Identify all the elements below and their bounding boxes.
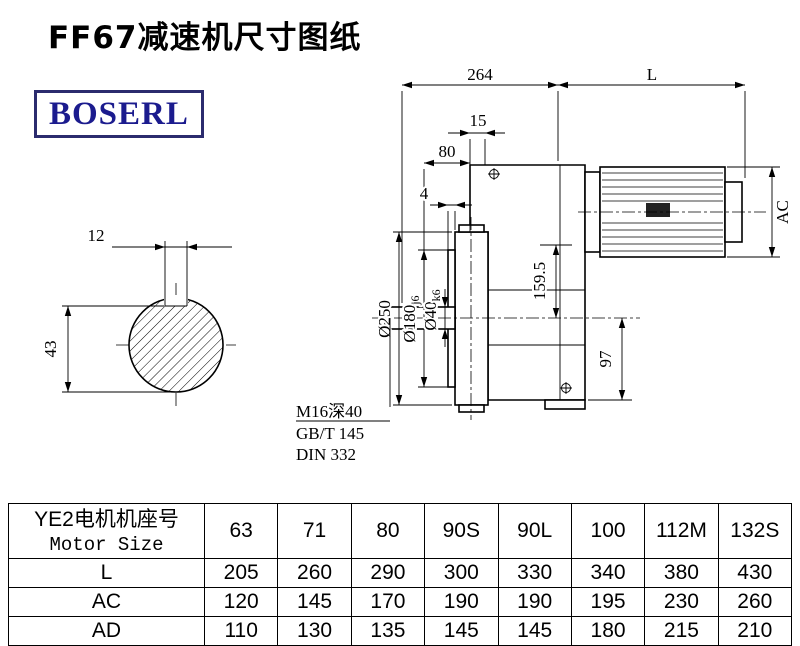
keyway-lines [164, 241, 188, 307]
table-row-l: L 205 260 290 300 330 340 380 430 [8, 558, 793, 588]
table-cell: 135 [350, 616, 426, 646]
table-cell: 205 [203, 558, 279, 588]
dimension-lines: 264 L 15 80 4 AC 159.5 97 [373, 63, 794, 406]
table-cell: 130 [277, 616, 352, 646]
motor-size-table: YE2电机机座号 Motor Size 63 71 80 90S 90L 100… [8, 503, 793, 646]
table-cell: 190 [497, 587, 572, 617]
table-row-ac: AC 120 145 170 190 190 195 230 260 [8, 587, 793, 617]
table-cell: 190 [424, 587, 499, 617]
row-label-ac: AC [8, 587, 205, 617]
dim-4-label: 4 [420, 184, 429, 203]
dim-spigot-tol: j6 [408, 295, 422, 305]
row-label-l: L [8, 558, 205, 588]
dim-264-label: 264 [467, 65, 493, 84]
table-cell: 260 [277, 558, 352, 588]
dim-159-5-label: 159.5 [530, 262, 549, 300]
dim-l-label: L [647, 65, 657, 84]
table-cell: 120 [203, 587, 279, 617]
table-cell: 180 [570, 616, 646, 646]
shaft-section-view: 12 43 [39, 224, 236, 407]
table-cell: 380 [644, 558, 719, 588]
brand-logo: BOSERL [34, 90, 204, 138]
flange-lip-bottom [458, 404, 485, 413]
dim-shaft-dia-label: Ø40k6 [421, 289, 443, 330]
shaft-circle [128, 297, 224, 393]
table-cell: 110 [203, 616, 279, 646]
dim-spigot-dia-value: Ø180 [400, 305, 419, 343]
size-col-71: 71 [277, 503, 352, 559]
dim-15-label: 15 [470, 111, 487, 130]
size-col-90s: 90S [424, 503, 499, 559]
table-row-ad: AD 110 130 135 145 145 180 215 210 [8, 616, 793, 646]
table-cell: 145 [497, 616, 572, 646]
table-cell: 210 [717, 616, 793, 646]
table-cell: 230 [644, 587, 719, 617]
row-label-ad: AD [8, 616, 205, 646]
note-din-332: DIN 332 [296, 445, 356, 464]
table-cell: 170 [350, 587, 426, 617]
size-col-132s: 132S [717, 503, 793, 559]
housing-foot [544, 399, 586, 410]
mounting-flange [454, 231, 489, 406]
motor-size-header-cell: YE2电机机座号 Motor Size [8, 503, 205, 559]
table-cell: 195 [570, 587, 646, 617]
table-cell: 145 [424, 616, 499, 646]
gearbox-side-view [372, 164, 766, 420]
table-cell: 430 [717, 558, 793, 588]
note-tap: M16深40 [296, 402, 362, 421]
table-cell: 340 [570, 558, 646, 588]
size-col-80: 80 [350, 503, 426, 559]
dim-shaft-flat-label: 43 [41, 341, 60, 358]
tapped-hole-note: M16深40 GB/T 145 DIN 332 [294, 318, 391, 466]
motor-fins [602, 172, 723, 252]
keyway-blank [164, 295, 188, 306]
motor-size-header-cn: YE2电机机座号 [34, 507, 179, 531]
size-col-63: 63 [203, 503, 279, 559]
motor-size-header-en: Motor Size [49, 533, 164, 556]
flange-lip-top [458, 224, 485, 233]
table-header-row: YE2电机机座号 Motor Size 63 71 80 90S 90L 100… [8, 503, 793, 559]
table-cell: 290 [350, 558, 426, 588]
page-title: FF67减速机尺寸图纸 [48, 20, 362, 56]
size-col-112m: 112M [644, 503, 719, 559]
center-lines [372, 211, 766, 420]
dim-80-label: 80 [439, 142, 456, 161]
dim-shaft-tol: k6 [429, 289, 443, 301]
note-gbt-145: GB/T 145 [296, 424, 364, 443]
table-cell: 215 [644, 616, 719, 646]
dim-97-label: 97 [596, 350, 615, 368]
table-cell: 300 [424, 558, 499, 588]
screw-marks [488, 168, 572, 394]
technical-drawing: 12 43 [39, 63, 794, 466]
dim-ac-label: AC [773, 200, 792, 224]
table-cell: 260 [717, 587, 793, 617]
dim-key-width-label: 12 [88, 226, 105, 245]
table-cell: 330 [497, 558, 572, 588]
dim-shaft-dia-value: Ø40 [421, 301, 440, 330]
dim-spigot-dia-label: Ø180j6 [400, 295, 422, 342]
dim-flange-dia-label: Ø250 [375, 300, 394, 338]
size-col-90l: 90L [497, 503, 572, 559]
size-col-100: 100 [570, 503, 646, 559]
table-cell: 145 [277, 587, 352, 617]
motor-nameplate [646, 203, 670, 217]
